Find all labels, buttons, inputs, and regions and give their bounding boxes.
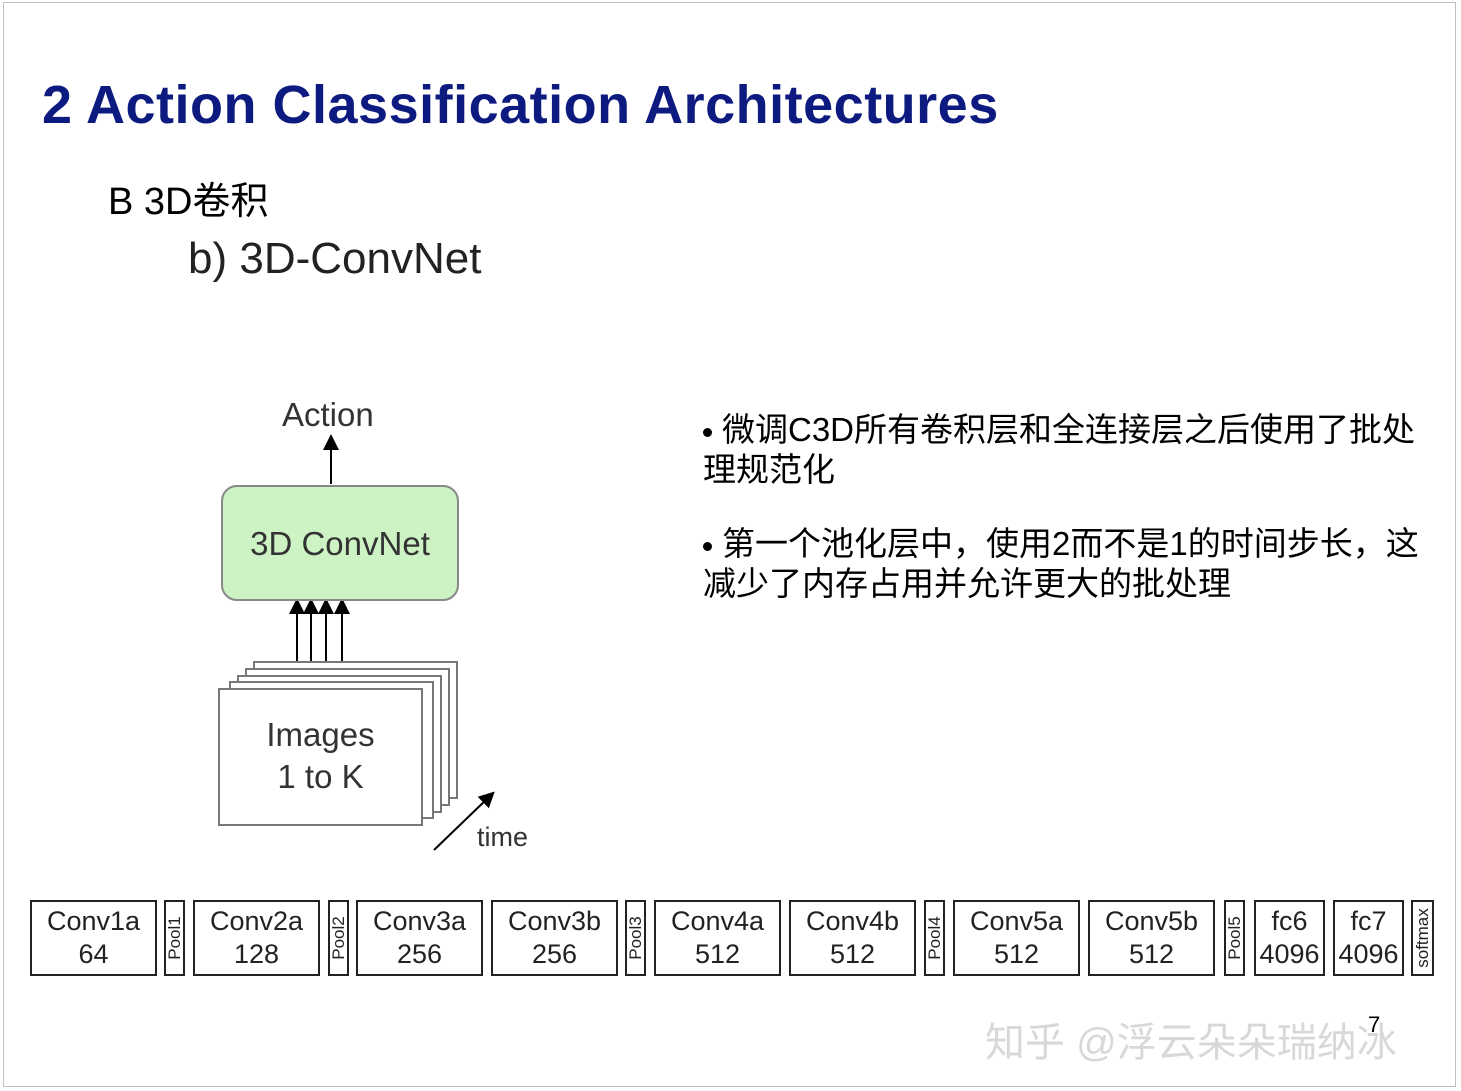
layer-softmax: softmax <box>1411 900 1434 976</box>
images-label: Images 1 to K <box>220 714 421 798</box>
time-arrow <box>433 791 495 851</box>
convnet-box: 3D ConvNet <box>221 485 459 601</box>
layer-pool3: Pool3 <box>625 900 646 976</box>
figure-heading: b) 3D-ConvNet <box>188 234 482 283</box>
layer-pool2: Pool2 <box>328 900 349 976</box>
slide-title: 2 Action Classification Architectures <box>42 75 999 135</box>
images-label-line2: 1 to K <box>277 758 364 795</box>
bullet-dot-icon <box>703 427 712 437</box>
page-number: 7 <box>1368 1012 1381 1037</box>
action-label: Action <box>282 396 374 433</box>
layer-pool4: Pool4 <box>924 900 945 976</box>
bullet-dot-icon <box>703 541 712 551</box>
watermark: 知乎 @浮云朵朵瑞纳冰 <box>985 1021 1397 1065</box>
layer-pool1: Pool1 <box>164 900 185 976</box>
bullet-list: 微调C3D所有卷积层和全连接层之后使用了批处理规范化 第一个池化层中，使用2而不… <box>703 410 1423 638</box>
bullet-item: 微调C3D所有卷积层和全连接层之后使用了批处理规范化 <box>703 411 1416 488</box>
images-label-line1: Images <box>266 716 375 753</box>
section-subtitle: B 3D卷积 <box>108 181 269 223</box>
layer-pool5: Pool5 <box>1224 900 1245 976</box>
convnet-label: 3D ConvNet <box>250 525 430 562</box>
slide-frame <box>3 2 1456 1087</box>
bullet-item: 第一个池化层中，使用2而不是1的时间步长，这减少了内存占用并允许更大的批处理 <box>703 525 1419 602</box>
image-frame-front: Images 1 to K <box>218 688 423 826</box>
time-label: time <box>477 822 529 852</box>
